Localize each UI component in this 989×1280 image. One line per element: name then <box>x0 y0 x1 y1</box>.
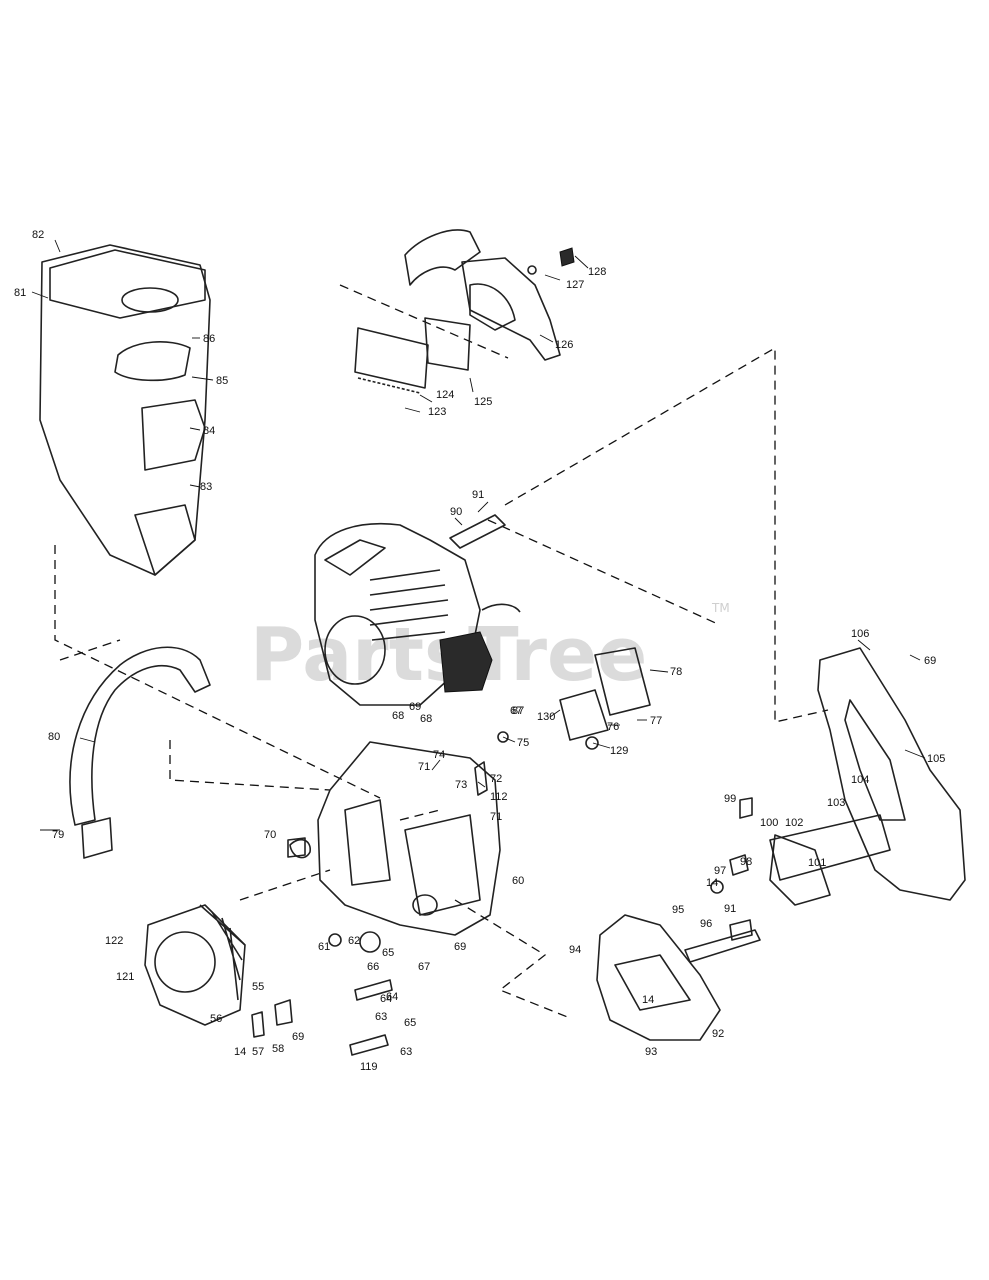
callout-14-right: 14 <box>706 877 718 889</box>
callout-58: 58 <box>272 1043 284 1055</box>
callout-104: 104 <box>851 774 869 786</box>
callout-68-mid: 68 <box>420 713 432 725</box>
callout-77: 77 <box>650 715 662 727</box>
starter-housing <box>144 904 246 1026</box>
callout-65-lower: 65 <box>404 1017 416 1029</box>
callout-84: 84 <box>203 425 215 437</box>
callout-66: 66 <box>367 961 379 973</box>
leader-lines <box>31 239 926 831</box>
callout-74: 74 <box>433 749 445 761</box>
callout-75: 75 <box>517 737 529 749</box>
callout-64-lower: 64 <box>380 993 392 1005</box>
callout-69-right: 69 <box>924 655 936 667</box>
callout-67-upper: 67 <box>510 705 522 717</box>
top-shroud-assembly <box>39 244 211 576</box>
callout-87: 87 <box>512 705 524 717</box>
callout-55: 55 <box>252 981 264 993</box>
callout-79: 79 <box>52 829 64 841</box>
callout-76: 76 <box>607 721 619 733</box>
callout-62: 62 <box>348 935 360 947</box>
callout-94: 94 <box>569 944 581 956</box>
callout-80: 80 <box>48 731 60 743</box>
callout-61: 61 <box>318 941 330 953</box>
callout-81: 81 <box>14 287 26 299</box>
callout-119: 119 <box>360 1061 378 1073</box>
callout-60: 60 <box>512 875 524 887</box>
callout-100: 100 <box>760 817 778 829</box>
callout-102: 102 <box>785 817 803 829</box>
callout-65-upper: 65 <box>382 947 394 959</box>
callout-97: 97 <box>714 865 726 877</box>
callout-63-upper: 63 <box>375 1011 387 1023</box>
callout-71-lower: 71 <box>490 811 502 823</box>
callout-92: 92 <box>712 1028 724 1040</box>
assembly-guide-lines <box>54 284 829 1019</box>
callout-112: 112 <box>490 791 508 803</box>
watermark-trademark: TM <box>711 601 730 615</box>
callout-93: 93 <box>645 1046 657 1058</box>
front-handle <box>69 646 211 859</box>
callout-85: 85 <box>216 375 228 387</box>
callout-labels: 128 127 126 125 124 123 86 85 84 82 83 8… <box>14 229 945 1073</box>
callout-63-lower: 63 <box>400 1046 412 1058</box>
callout-71-upper: 71 <box>418 761 430 773</box>
callout-70: 70 <box>264 829 276 841</box>
callout-122: 122 <box>105 935 123 947</box>
callout-14-lower: 14 <box>234 1046 246 1058</box>
callout-121: 121 <box>116 971 134 983</box>
callout-101: 101 <box>808 857 826 869</box>
callout-99: 99 <box>724 793 736 805</box>
crankcase <box>289 741 501 936</box>
callout-130: 130 <box>537 711 555 723</box>
callout-96: 96 <box>700 918 712 930</box>
callout-91-top: 91 <box>472 489 484 501</box>
callout-105: 105 <box>927 753 945 765</box>
callout-103: 103 <box>827 797 845 809</box>
callout-95: 95 <box>672 904 684 916</box>
callout-91-lower: 91 <box>724 903 736 915</box>
small-parts <box>251 647 753 1056</box>
callout-125: 125 <box>474 396 492 408</box>
hand-guard-assembly <box>354 229 575 394</box>
callout-90: 90 <box>450 506 462 518</box>
callout-98: 98 <box>740 856 752 868</box>
callout-68-upper: 68 <box>392 710 404 722</box>
callout-69-bottom: 69 <box>292 1031 304 1043</box>
callout-129: 129 <box>610 745 628 757</box>
callout-78: 78 <box>670 666 682 678</box>
callout-86: 86 <box>203 333 215 345</box>
callout-67-lower: 67 <box>418 961 430 973</box>
callout-64-upper: 64 <box>386 991 398 1003</box>
callout-69-lower: 69 <box>454 941 466 953</box>
clutch-cover <box>596 914 761 1041</box>
callout-126: 126 <box>555 339 573 351</box>
callout-83: 83 <box>200 481 212 493</box>
callout-127: 127 <box>566 279 584 291</box>
rear-handle <box>769 647 966 906</box>
callout-69-upper: 69 <box>409 701 421 713</box>
callout-72: 72 <box>490 773 502 785</box>
callout-57: 57 <box>252 1046 264 1058</box>
callout-128: 128 <box>588 266 606 278</box>
callout-73: 73 <box>455 779 467 791</box>
callout-124: 124 <box>436 389 454 401</box>
callout-82: 82 <box>32 229 44 241</box>
callout-56: 56 <box>210 1013 222 1025</box>
callout-14-housing: 14 <box>642 994 654 1006</box>
engine-cylinder <box>314 514 521 706</box>
callout-123: 123 <box>428 406 446 418</box>
callout-106: 106 <box>851 628 869 640</box>
